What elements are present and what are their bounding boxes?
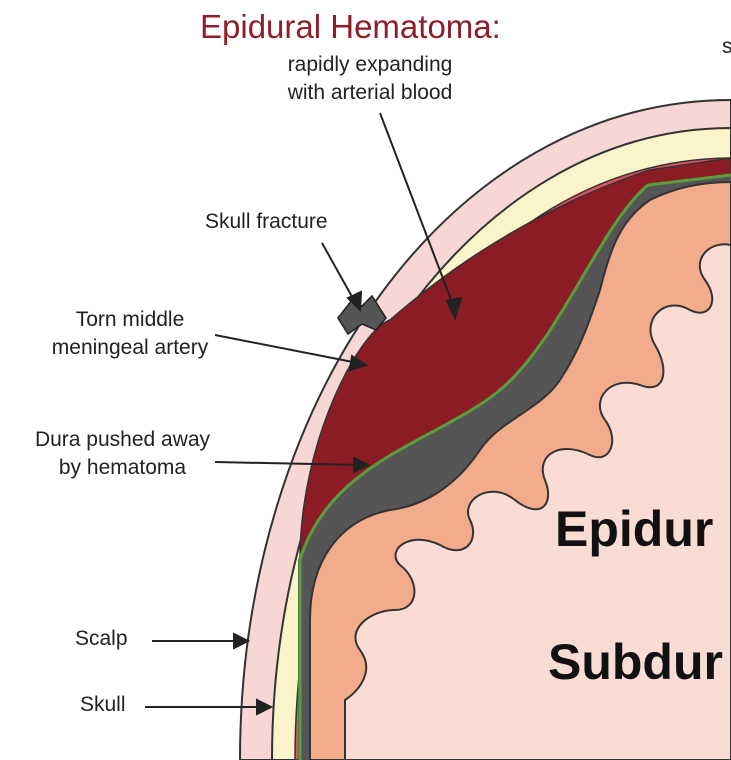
label-torn-artery-line-2: meningeal artery bbox=[25, 335, 235, 360]
big-label-subdural: Subdur bbox=[548, 633, 723, 691]
label-torn-artery-line-1: Torn middle bbox=[25, 307, 235, 332]
arrow-scalp-head bbox=[234, 634, 248, 648]
label-dura-line-1: Dura pushed away bbox=[10, 427, 235, 452]
diagram-title: Epidural Hematoma: bbox=[200, 8, 501, 46]
label-dura-line-2: by hematoma bbox=[10, 455, 235, 480]
subtitle-line-1: rapidly expanding bbox=[270, 52, 470, 77]
subtitle-line-2: with arterial blood bbox=[270, 80, 470, 105]
big-label-epidural: Epidur bbox=[555, 500, 713, 558]
arrow-fracture bbox=[322, 243, 355, 302]
clipped-corner-text: s bbox=[722, 34, 731, 59]
arrow-artery bbox=[215, 335, 358, 363]
label-scalp: Scalp bbox=[75, 626, 128, 651]
label-skull-fracture: Skull fracture bbox=[205, 209, 328, 234]
label-skull: Skull bbox=[80, 692, 126, 717]
